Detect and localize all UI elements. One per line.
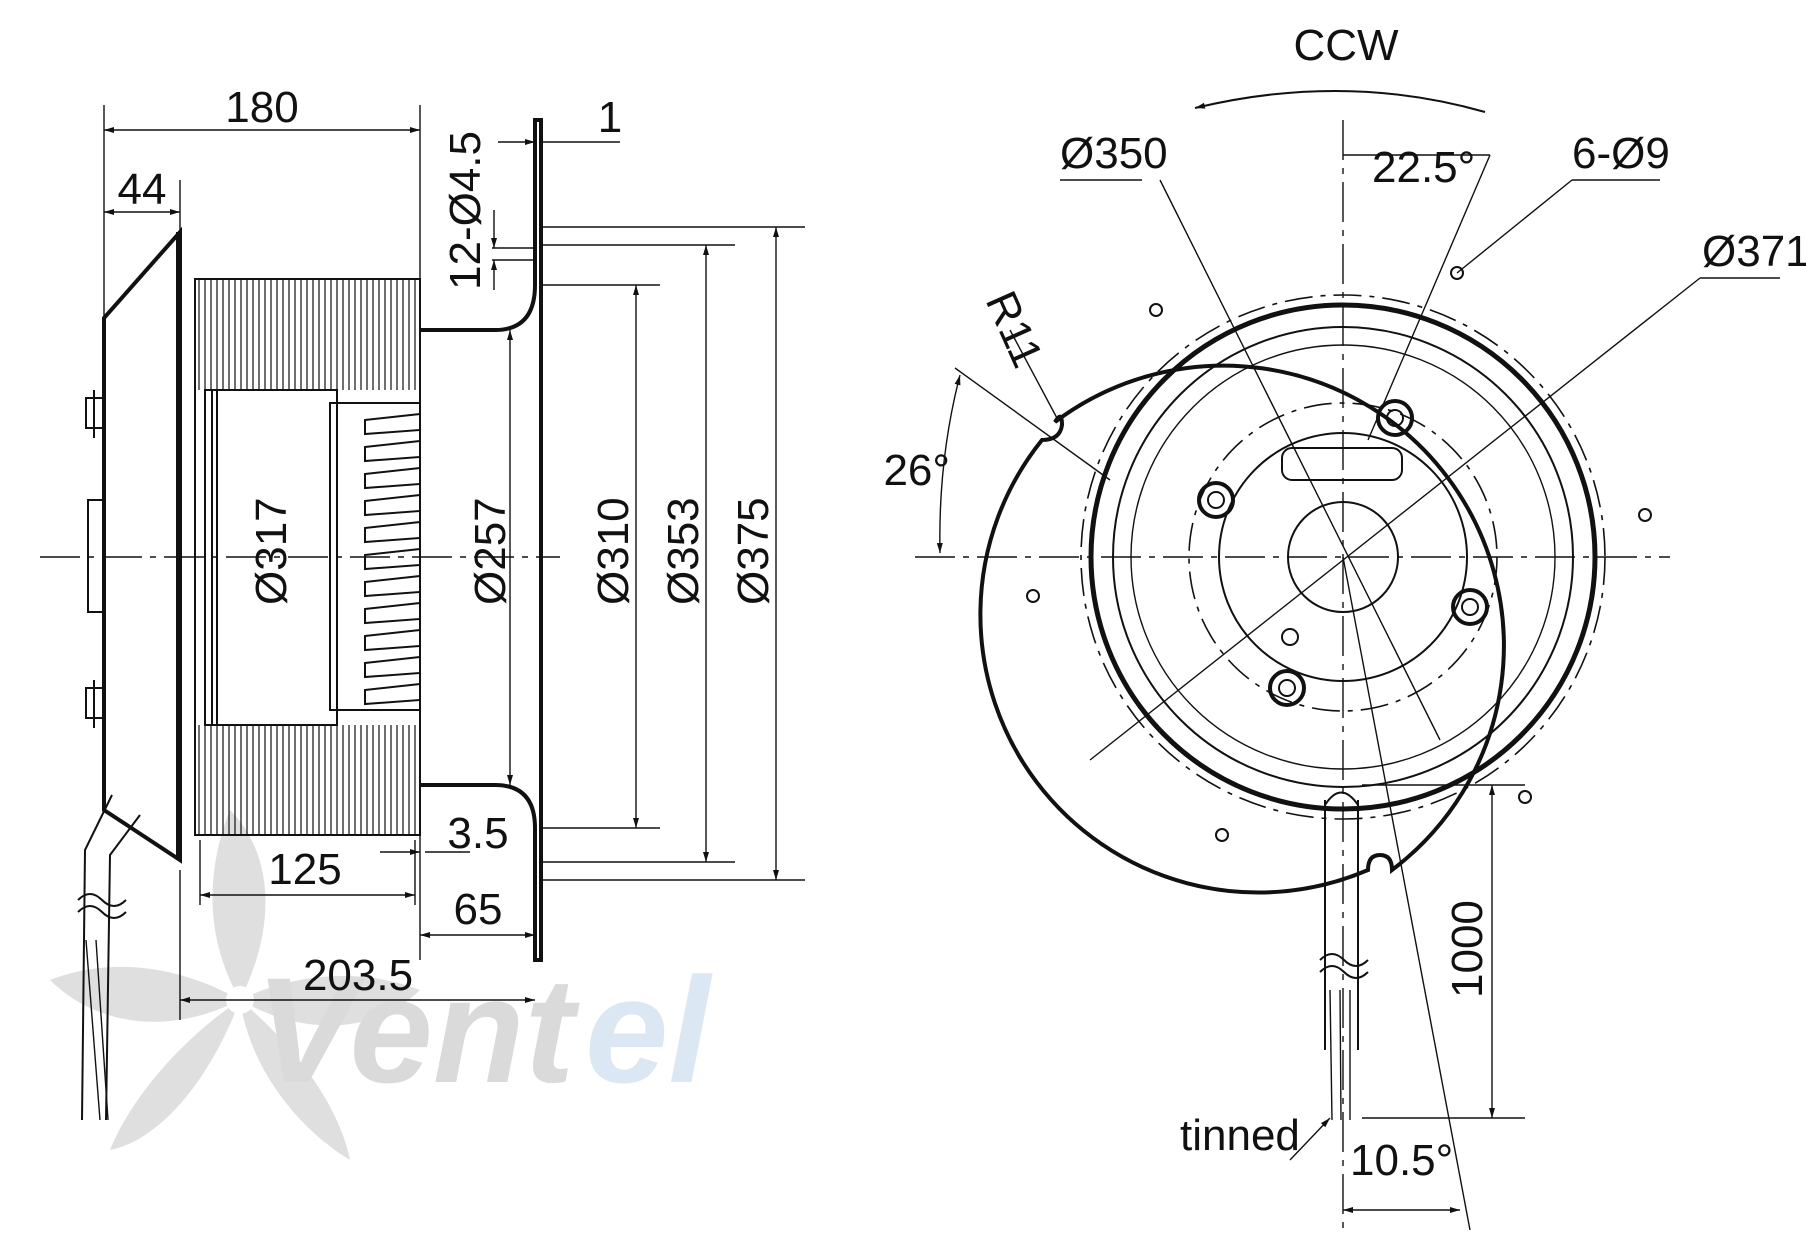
dim-r11: R11 [976,284,1052,375]
wire-end-label: tinned [1180,1111,1300,1160]
angle-26: 26° [883,446,950,495]
logo-text-el: el [585,946,713,1114]
dim-dia317: Ø317 [247,497,296,605]
front-view: CCW Ø350 22.5° 6-Ø9 Ø371 R11 26° 1000 t [883,21,1806,1231]
flange-holes [1026,266,1652,842]
dim-3-5: 3.5 [447,809,508,858]
dim-180: 180 [225,83,298,132]
rotation-label: CCW [1293,21,1399,70]
dim-dia353: Ø353 [659,497,708,605]
logo-text-vent: Vent [255,946,581,1114]
angle-22-5: 22.5° [1372,143,1475,192]
side-dimensions: 180 44 1 12-Ø4.5 Ø317 Ø257 Ø310 Ø353 [103,83,805,1020]
dim-dia310: Ø310 [589,497,638,605]
dim-125: 125 [268,845,341,894]
dim-44: 44 [118,165,167,214]
angle-10-5: 10.5° [1350,1136,1453,1185]
dim-1: 1 [598,93,622,142]
front-dimensions: CCW Ø350 22.5° 6-Ø9 Ø371 R11 26° 1000 t [883,21,1806,1231]
dim-dia375: Ø375 [729,497,778,605]
dim-dia350: Ø350 [1060,129,1168,178]
ventel-logo: Vent el [50,810,713,1160]
dim-dia257: Ø257 [466,497,515,605]
dim-holes: 12-Ø4.5 [441,131,490,290]
dim-203-5: 203.5 [303,951,413,1000]
dim-65: 65 [454,885,503,934]
dim-dia371: Ø371 [1702,227,1806,276]
dim-holes6: 6-Ø9 [1572,129,1670,178]
side-view: 180 44 1 12-Ø4.5 Ø317 Ø257 Ø310 Ø353 [40,83,805,1121]
dim-cable-1000: 1000 [1443,900,1492,998]
